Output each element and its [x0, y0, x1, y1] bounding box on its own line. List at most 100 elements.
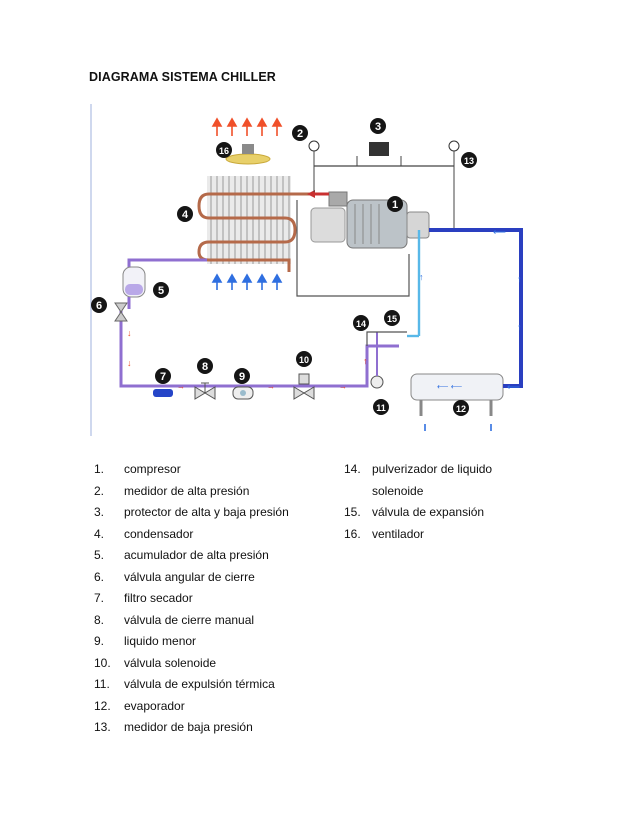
legend-number: 1.	[94, 462, 105, 476]
legend-number: 4.	[94, 526, 105, 541]
svg-text:8: 8	[202, 361, 208, 373]
legend-item: 4. condensador	[94, 524, 289, 546]
legend-number: 2.	[94, 483, 105, 498]
legend-right-list: 14.pulverizador de liquido solenoide 15.…	[344, 459, 524, 545]
legend-item: 7.filtro secador	[94, 588, 289, 610]
low-pressure-gauge-icon	[448, 140, 460, 229]
water-pipe	[429, 228, 523, 388]
svg-text:10: 10	[299, 355, 309, 365]
legend-item: 14.pulverizador de liquido solenoide	[344, 459, 524, 502]
callout-6: 6	[91, 297, 107, 313]
legend-number: 10.	[94, 655, 111, 670]
svg-text:→: →	[267, 382, 275, 391]
svg-text:12: 12	[456, 404, 466, 414]
legend-text: válvula angular de cierre	[124, 569, 255, 584]
svg-text:⟵ ⟵: ⟵ ⟵	[437, 382, 463, 391]
svg-text:⟵: ⟵	[507, 382, 520, 392]
legend-text: medidor de baja presión	[124, 720, 253, 734]
callout-15: 15	[384, 310, 400, 326]
legend-item: 8. válvula de cierre manual	[94, 610, 289, 632]
svg-text:↑: ↑	[363, 356, 368, 366]
fan-icon	[225, 144, 271, 165]
legend-item: 5. acumulador de alta presión	[94, 545, 289, 567]
svg-text:14: 14	[356, 319, 366, 329]
legend-left-list: 1. compresor 2.medidor de alta presión 3.…	[94, 459, 289, 739]
svg-text:13: 13	[464, 156, 474, 166]
legend-item: 1. compresor	[94, 459, 289, 481]
flow-arrows: ⟵ ↑ ↑ ⟵ ⟵ ⟵ ↓ ↓ → → → ↑ ↑	[127, 227, 522, 392]
callout-2: 2	[292, 125, 308, 141]
high-pressure-gauge-icon	[308, 140, 320, 192]
callout-5: 5	[153, 282, 169, 298]
svg-text:⟵: ⟵	[493, 227, 506, 237]
legend-number: 15.	[344, 505, 361, 519]
svg-text:15: 15	[387, 314, 397, 324]
legend-text: válvula de cierre manual	[124, 612, 255, 627]
callout-1: 1	[387, 196, 403, 212]
condenser-icon	[197, 176, 329, 272]
callout-7: 7	[155, 368, 171, 384]
legend-number: 16.	[344, 526, 361, 541]
legend-text: filtro secador	[124, 591, 193, 605]
svg-text:3: 3	[375, 121, 381, 133]
legend-text: válvula de expulsión térmica	[124, 677, 275, 691]
svg-text:5: 5	[158, 285, 164, 297]
hot-air-arrows	[211, 117, 283, 136]
svg-text:2: 2	[297, 128, 303, 140]
svg-text:11: 11	[376, 403, 386, 413]
legend-text: evaporador	[124, 698, 185, 713]
legend-text: acumulador de alta presión	[124, 548, 269, 562]
legend-item: 2.medidor de alta presión	[94, 481, 289, 503]
page-title: DIAGRAMA SISTEMA CHILLER	[89, 70, 276, 84]
manual-valve-icon	[194, 382, 216, 400]
legend-text: ventilador	[372, 526, 425, 541]
legend-number: 13.	[94, 720, 111, 734]
legend-number: 11.	[94, 677, 110, 691]
svg-text:7: 7	[160, 371, 166, 383]
legend-number: 6.	[94, 569, 105, 584]
callout-12: 12	[453, 400, 469, 416]
callout-8: 8	[197, 358, 213, 374]
legend-text: válvula de expansión	[372, 505, 485, 519]
chiller-system-diagram: ⟵ ↑ ↑ ⟵ ⟵ ⟵ ↓ ↓ → → → ↑ ↑ 1 2 3 4 5 6 7 …	[90, 104, 523, 436]
callout-4: 4	[177, 206, 193, 222]
callout-badges: 1 2 3 4 5 6 7 8 9 10 11 12 13 14 15 16	[91, 118, 477, 416]
legend-item: 12.evaporador	[94, 696, 289, 718]
callout-14: 14	[353, 315, 369, 331]
callout-3: 3	[370, 118, 386, 134]
callout-9: 9	[234, 368, 250, 384]
sight-glass-icon	[232, 386, 254, 400]
bypass-line	[296, 200, 410, 346]
svg-text:16: 16	[219, 146, 229, 156]
legend-number: 14.	[344, 462, 361, 476]
legend-number: 3.	[94, 505, 105, 519]
legend-number: 8.	[94, 612, 105, 627]
legend-number: 5.	[94, 548, 105, 562]
cold-air-arrows	[211, 273, 283, 290]
legend-text: protector de alta y baja presión	[124, 505, 289, 519]
filter-dryer-icon	[153, 389, 173, 397]
pressure-protector-icon	[314, 142, 454, 167]
svg-text:→: →	[177, 382, 185, 391]
svg-text:6: 6	[96, 300, 102, 312]
legend-text: válvula solenoide	[124, 655, 217, 670]
accumulator-icon	[122, 266, 146, 298]
legend-text: liquido menor	[124, 634, 197, 648]
legend-item: 13. medidor de baja presión	[94, 717, 289, 739]
legend-item: 9.liquido menor	[94, 631, 289, 653]
legend-text: compresor	[124, 462, 181, 476]
callout-16: 16	[216, 142, 232, 158]
compressor-icon	[310, 191, 430, 249]
legend-item: 11. válvula de expulsión térmica	[94, 674, 289, 696]
solenoid-valve-icon	[293, 373, 315, 400]
svg-text:↑: ↑	[517, 322, 522, 332]
svg-text:→: →	[339, 382, 347, 391]
callout-11: 11	[373, 399, 389, 415]
legend-text: condensador	[124, 526, 194, 541]
svg-text:↓: ↓	[127, 328, 132, 338]
svg-text:↓: ↓	[127, 358, 132, 368]
callout-10: 10	[296, 351, 312, 367]
angle-valve-icon	[114, 297, 131, 322]
thermal-expansion-valve-icon	[370, 332, 384, 389]
refrigerant-pipe	[119, 258, 399, 388]
